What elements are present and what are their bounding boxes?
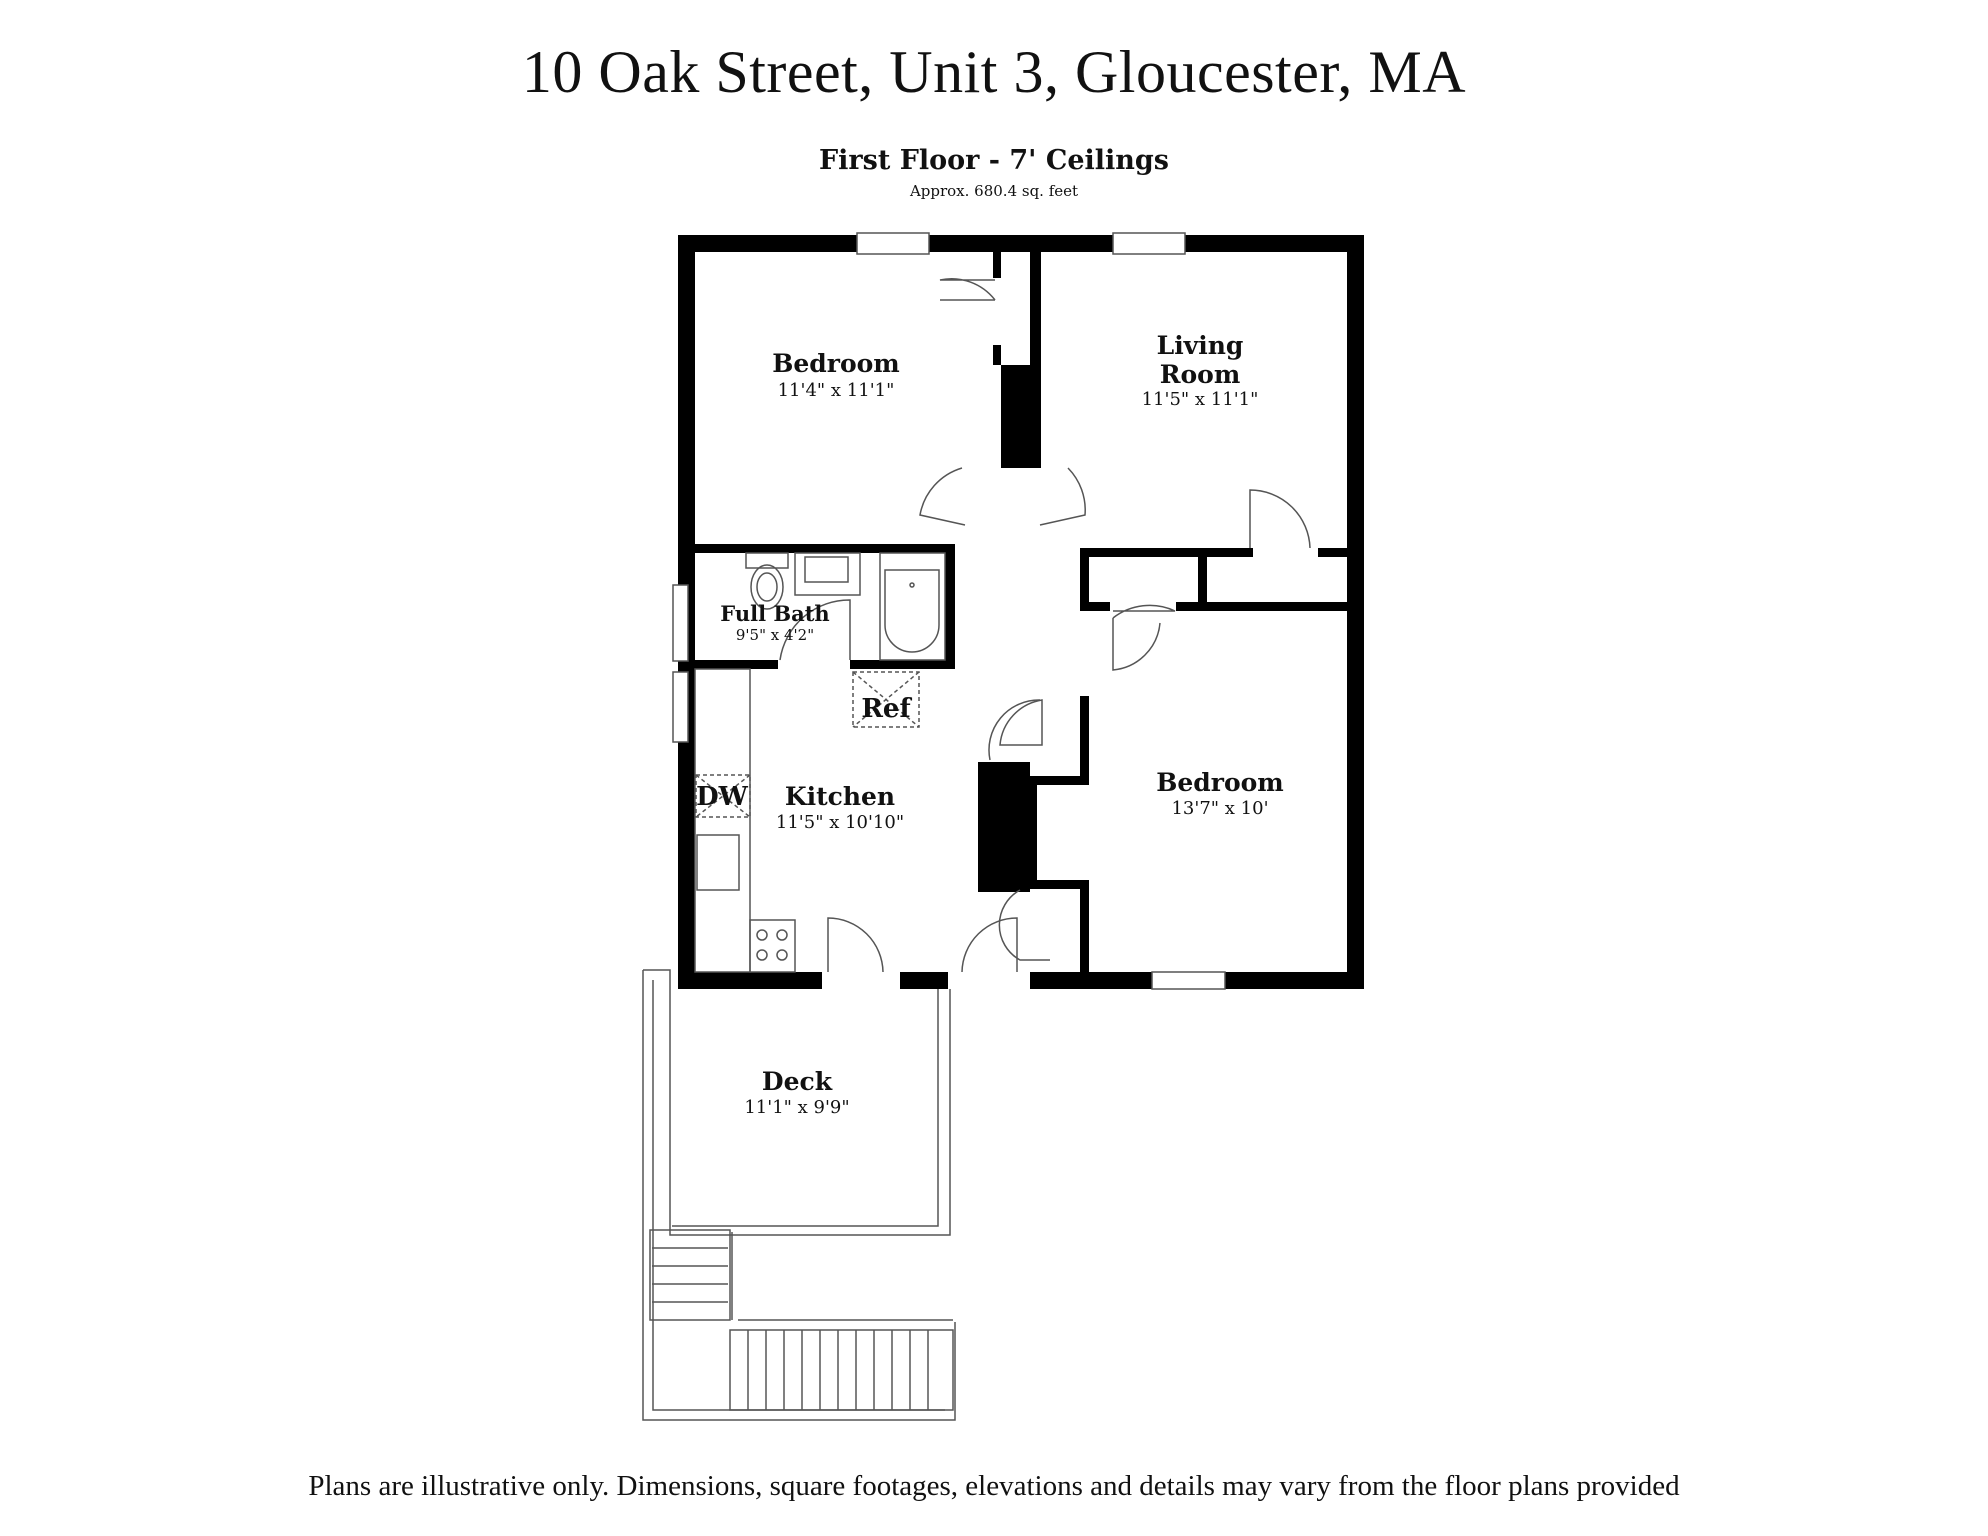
room-name: Bedroom bbox=[772, 349, 900, 378]
bath-fixtures bbox=[745, 552, 946, 661]
room-deck: Deck 11'1" x 9'9" bbox=[744, 1067, 849, 1118]
room-dimensions: 11'5" x 11'1" bbox=[1142, 389, 1259, 410]
disclaimer: Plans are illustrative only. Dimensions,… bbox=[308, 1470, 1680, 1502]
room-name-line2: Room bbox=[1160, 360, 1241, 389]
room-name: Kitchen bbox=[785, 782, 895, 811]
exterior-walls bbox=[678, 235, 1364, 989]
dishwasher-label: DW bbox=[696, 782, 749, 812]
room-name: Full Bath bbox=[720, 601, 829, 626]
room-name: Bedroom bbox=[1156, 768, 1284, 797]
floor-area: Approx. 680.4 sq. feet bbox=[909, 182, 1079, 200]
property-title: 10 Oak Street, Unit 3, Gloucester, MA bbox=[521, 39, 1467, 105]
room-dimensions: 9'5" x 4'2" bbox=[736, 626, 814, 644]
doors bbox=[779, 278, 1311, 973]
room-dimensions: 11'5" x 10'10" bbox=[776, 812, 904, 833]
room-living-room: Living Room 11'5" x 11'1" bbox=[1142, 331, 1259, 410]
room-bedroom-1: Bedroom 11'4" x 11'1" bbox=[772, 349, 900, 401]
refrigerator-label: Ref bbox=[861, 694, 912, 724]
kitchen-fixtures bbox=[694, 668, 920, 973]
room-kitchen: Kitchen 11'5" x 10'10" bbox=[776, 782, 904, 833]
room-name-line1: Living bbox=[1157, 331, 1244, 360]
room-dimensions: 13'7" x 10' bbox=[1171, 798, 1268, 819]
room-bedroom-2: Bedroom 13'7" x 10' bbox=[1156, 768, 1284, 819]
windows bbox=[672, 232, 1226, 990]
room-name: Deck bbox=[762, 1067, 833, 1096]
interior-walls bbox=[693, 250, 1348, 975]
room-full-bath: Full Bath 9'5" x 4'2" bbox=[720, 601, 829, 644]
floor-title: First Floor - 7' Ceilings bbox=[819, 145, 1169, 176]
room-dimensions: 11'1" x 9'9" bbox=[744, 1097, 849, 1118]
room-dimensions: 11'4" x 11'1" bbox=[778, 380, 895, 401]
deck-and-stairs bbox=[642, 969, 956, 1421]
